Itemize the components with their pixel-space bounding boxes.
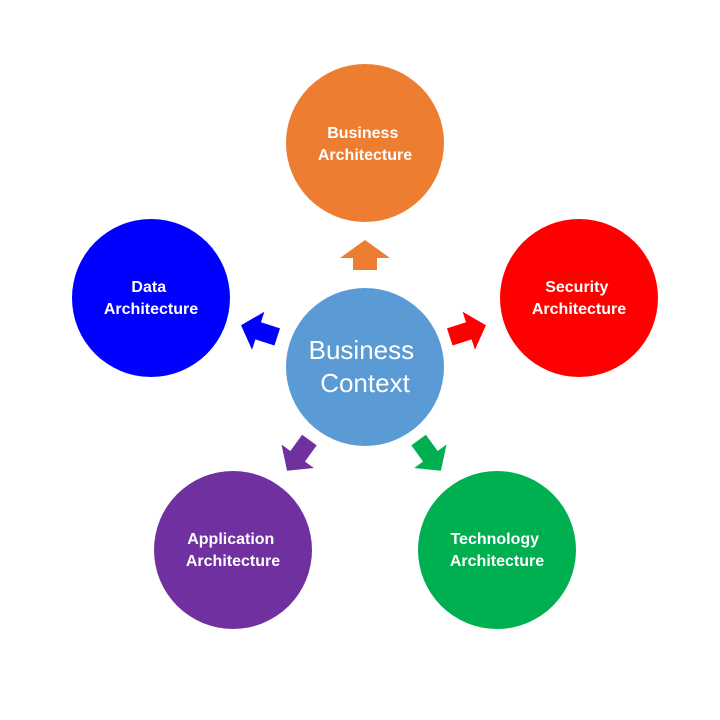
security-architecture-circle (500, 219, 658, 377)
node-business-architecture: Business Architecture (286, 64, 444, 222)
arrow-to-technology-architecture (411, 434, 447, 471)
application-architecture-circle (154, 471, 312, 629)
technology-architecture-label: Technology Architecture (450, 531, 544, 570)
arrow-to-business-architecture (340, 240, 390, 270)
application-architecture-label-line1: Application (187, 531, 274, 548)
data-architecture-circle (72, 219, 230, 377)
business-context-label-line1: Business (309, 335, 415, 365)
data-architecture-label-line1: Data (131, 279, 166, 296)
business-context-circle (286, 288, 444, 446)
business-context-label-line2: Context (320, 368, 410, 398)
arrow-to-security-architecture (447, 311, 486, 350)
application-architecture-label: Application Architecture (186, 531, 280, 570)
node-security-architecture: Security Architecture (500, 219, 658, 377)
technology-architecture-label-line2: Architecture (450, 553, 544, 570)
node-data-architecture: Data Architecture (72, 219, 230, 377)
business-architecture-circle (286, 64, 444, 222)
data-architecture-label: Data Architecture (104, 279, 198, 318)
technology-architecture-circle (418, 471, 576, 629)
node-business-context: Business Context (286, 288, 444, 446)
security-architecture-label-line2: Architecture (532, 301, 626, 318)
arrows-group (241, 240, 486, 471)
data-architecture-label-line2: Architecture (104, 301, 198, 318)
node-application-architecture: Application Architecture (154, 471, 312, 629)
business-architecture-label-line1: Business (327, 125, 398, 142)
business-architecture-label: Business Architecture (318, 125, 412, 164)
security-architecture-label-line1: Security (545, 279, 608, 296)
business-architecture-label-line2: Architecture (318, 147, 412, 164)
node-technology-architecture: Technology Architecture (418, 471, 576, 629)
arrow-to-data-architecture (241, 311, 280, 350)
technology-architecture-label-line1: Technology (450, 531, 539, 548)
arrow-to-application-architecture (281, 434, 317, 471)
security-architecture-label: Security Architecture (532, 279, 626, 318)
application-architecture-label-line2: Architecture (186, 553, 280, 570)
business-context-label: Business Context (309, 335, 422, 398)
